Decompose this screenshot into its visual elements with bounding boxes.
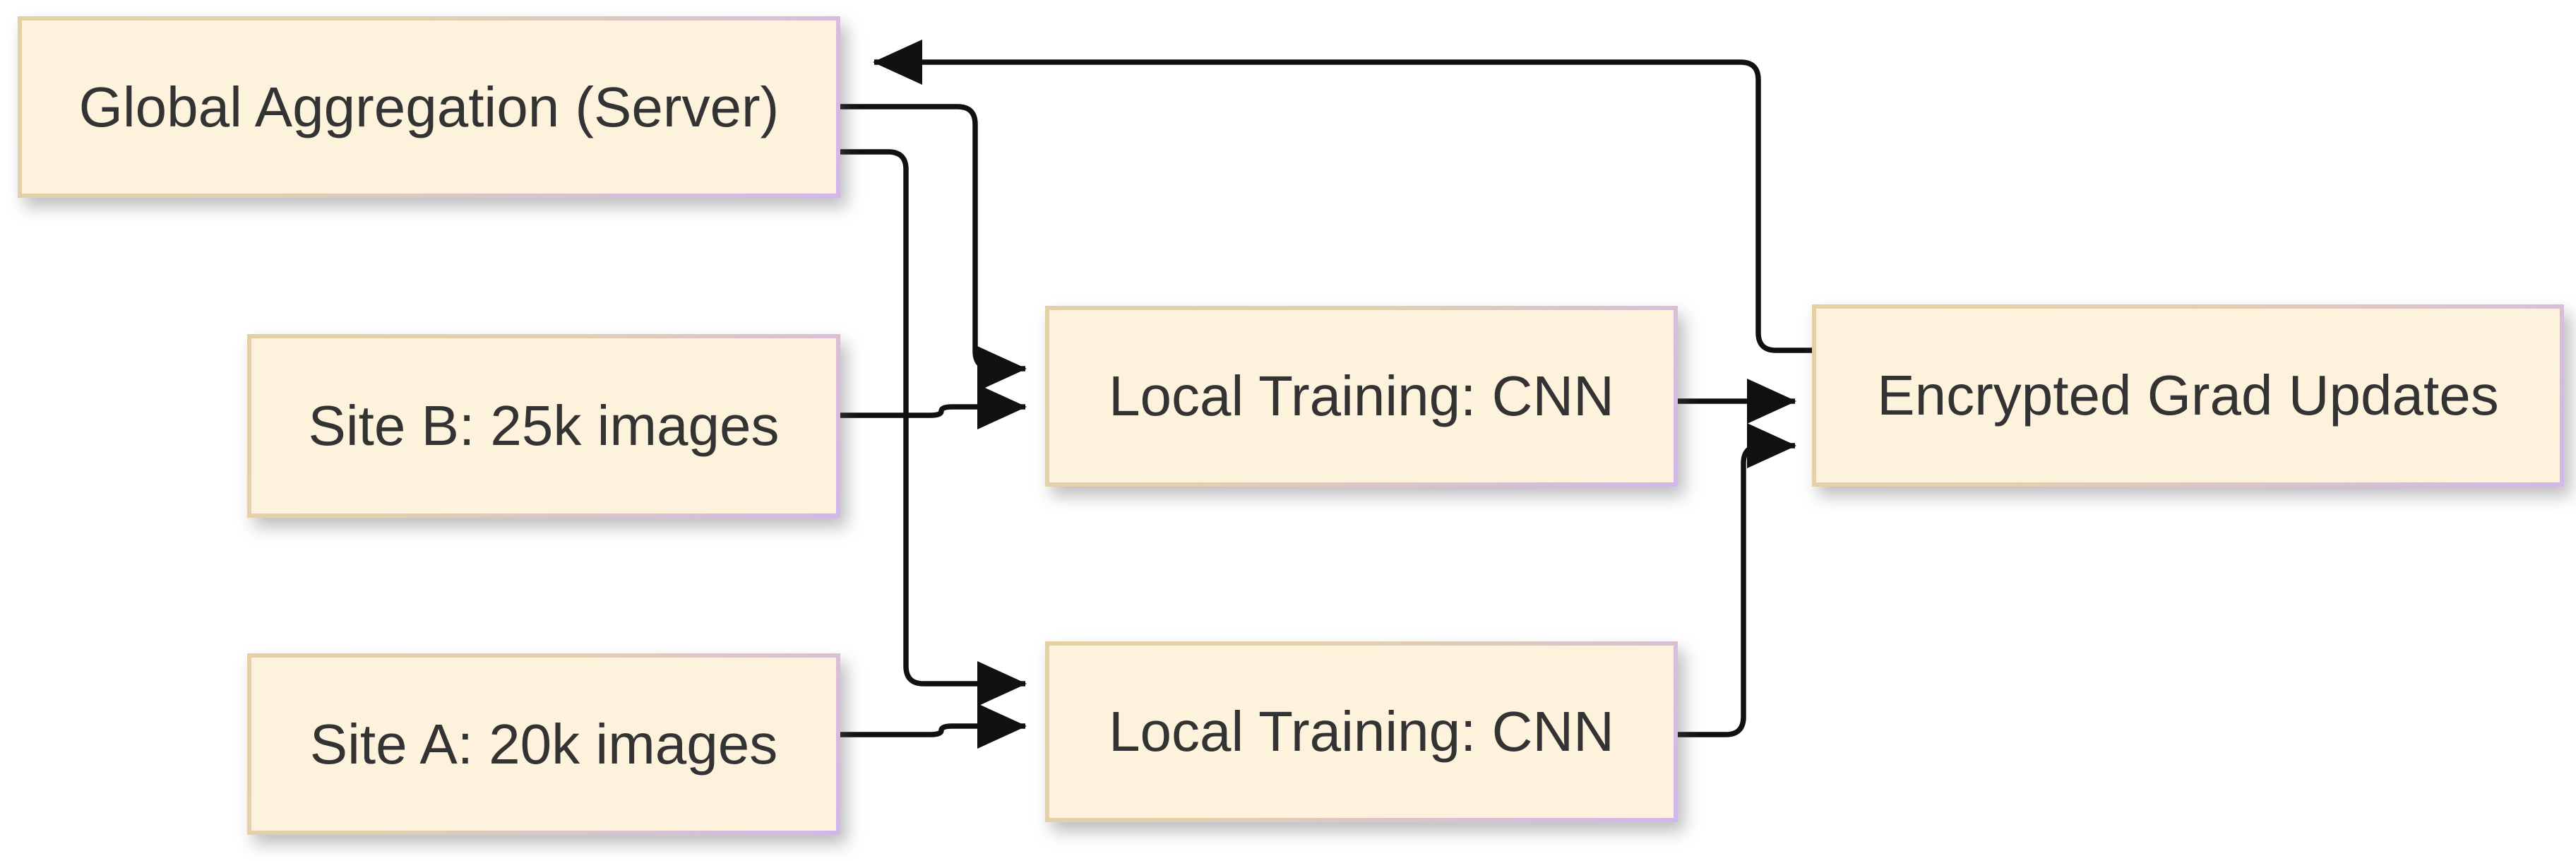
node-encrypted-grad-updates: Encrypted Grad Updates [1812,304,2564,487]
edge-encrypted-to-global [873,40,1812,353]
node-local-training-bottom: Local Training: CNN [1045,641,1678,822]
edge-site-b-to-local-top [840,384,1027,429]
edge-local-bottom-to-encrypted [1678,423,1796,737]
node-local-training-top-label: Local Training: CNN [1109,364,1614,427]
node-encrypted-grad-updates-label: Encrypted Grad Updates [1877,364,2499,427]
node-local-training-bottom-label: Local Training: CNN [1109,700,1614,763]
node-site-a-label: Site A: 20k images [309,712,778,776]
edge-site-a-to-local-bottom [840,703,1027,749]
node-site-b: Site B: 25k images [247,334,840,518]
node-global-aggregation-label: Global Aggregation (Server) [78,75,780,138]
node-local-training-top: Local Training: CNN [1045,306,1678,487]
edge-global-to-local-top [840,104,1027,391]
node-site-a: Site A: 20k images [247,653,840,835]
node-site-b-label: Site B: 25k images [308,394,780,457]
node-global-aggregation: Global Aggregation (Server) [18,16,840,198]
